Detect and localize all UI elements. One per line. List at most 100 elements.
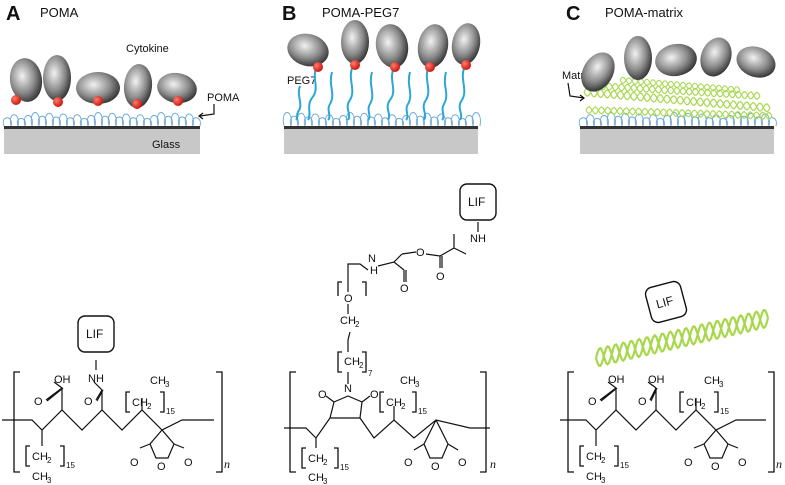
cytokine-ellipse: [736, 46, 776, 78]
chain-bracket: [125, 391, 130, 413]
matrix-helix-strand: [599, 82, 761, 100]
o-text: O: [344, 293, 353, 305]
cytokine-ellipse: [43, 55, 71, 101]
poma-loop: [345, 112, 355, 127]
o-text: O: [416, 247, 425, 259]
poma-loop: [289, 115, 299, 127]
glass-substrate-b: [284, 129, 478, 154]
chain-bracket: [714, 391, 719, 413]
poma-loop: [177, 116, 187, 127]
binding-site-dot: [461, 60, 471, 70]
lif-label: LIF: [86, 327, 103, 341]
sub-3: 3: [165, 380, 170, 389]
sub-2: 2: [359, 361, 364, 370]
peg-chain: [386, 67, 395, 121]
ethyl-linker: [347, 263, 369, 292]
polymer-backbone: [284, 417, 490, 439]
poma-loop: [641, 117, 651, 127]
matrix-helix-strand: [583, 87, 771, 113]
glass-label: Glass: [152, 139, 181, 151]
second-amide: [425, 234, 467, 268]
binding-site-dot: [93, 96, 103, 106]
chain-bracket: [579, 445, 584, 467]
repeat-bracket-left: [13, 371, 20, 473]
poma-loop: [725, 115, 735, 127]
peg-bracket: [337, 281, 367, 296]
poma-loop: [443, 117, 453, 127]
o-text: O: [318, 389, 327, 401]
poma-loop: [683, 112, 693, 127]
sub-15: 15: [66, 461, 75, 470]
poma-loop: [415, 115, 425, 127]
ch2-text: CH: [308, 453, 324, 465]
panel-c: C POMA-matrix Matrix: [562, 3, 777, 154]
o-text: O: [684, 457, 693, 469]
o-text: O: [431, 461, 440, 473]
panel-title-c: POMA-matrix: [605, 5, 684, 20]
ch3-text: CH: [150, 375, 166, 387]
peg-chain: [367, 71, 374, 121]
lif-label: LIF: [655, 293, 675, 311]
poma-loop: [429, 116, 439, 127]
poma-loop: [457, 118, 467, 127]
sub-2: 2: [701, 402, 706, 411]
nh-text: NH: [88, 373, 104, 385]
cytokine-ellipse: [123, 64, 153, 108]
ch2-text: CH: [132, 397, 148, 409]
sub-2: 2: [147, 402, 152, 411]
poma-loop: [37, 115, 47, 127]
chain-bracket: [679, 391, 684, 413]
chain-bracket: [334, 447, 339, 469]
poma-loop: [16, 118, 26, 127]
poma-loop: [296, 112, 306, 127]
poma-loop: [380, 117, 390, 127]
poma-arrow-head: [198, 112, 204, 120]
sub-15: 15: [720, 407, 729, 416]
chain-bracket: [412, 391, 417, 413]
peg-chains: [295, 67, 466, 121]
poma-loop: [331, 118, 341, 127]
panel-a: A POMA Cytokine Glass POMA: [2, 3, 240, 154]
sub-3: 3: [719, 380, 724, 389]
poma-arrow: [199, 104, 215, 117]
poma-loop: [585, 114, 595, 127]
poma-loop: [58, 113, 68, 127]
cytokine-ellipse: [624, 36, 652, 80]
binding-site-dot: [313, 62, 323, 72]
peg-chain: [422, 67, 430, 121]
poma-loop: [30, 112, 40, 127]
poma-loop: [23, 115, 33, 127]
poma-loop: [662, 115, 672, 127]
peg-bracket: [337, 351, 342, 373]
o-text: O: [738, 457, 747, 469]
sub-2: 2: [323, 458, 328, 467]
poma-loop: [387, 114, 397, 127]
poma-loop: [627, 116, 637, 127]
h-text: H: [370, 265, 378, 277]
panel-letter-a: A: [6, 3, 20, 25]
nh-text: NH: [470, 233, 486, 245]
poma-loop: [669, 112, 679, 127]
poma-loop: [352, 115, 362, 127]
lif-box: [77, 315, 115, 353]
poma-loop: [9, 114, 19, 127]
cytokine-ellipse: [655, 43, 697, 77]
poma-loop: [121, 113, 131, 127]
sub-3: 3: [323, 477, 328, 485]
cytokine-ellipse: [157, 72, 197, 104]
binding-site-dot: [11, 95, 21, 105]
peg-chain: [458, 67, 466, 121]
poma-loop: [366, 116, 376, 127]
cytokine-ellipse: [76, 72, 120, 104]
chain-bracket: [379, 391, 384, 413]
sub-2: 2: [601, 456, 606, 465]
poma-loop: [310, 113, 320, 127]
o-text: O: [404, 457, 413, 469]
poma-loop: [128, 117, 138, 127]
binding-site-dot: [132, 99, 142, 109]
poma-loop: [704, 117, 714, 127]
repeat-n: n: [224, 457, 230, 471]
poma-loop: [93, 112, 103, 127]
